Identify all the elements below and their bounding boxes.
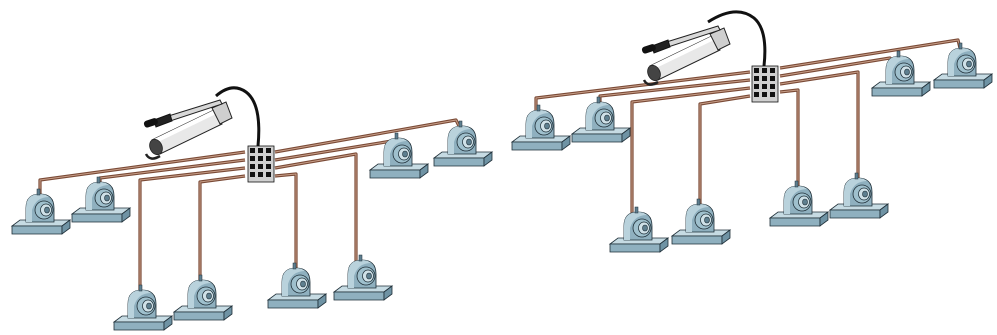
pillow-block-bearing-icon xyxy=(511,104,571,151)
pipe xyxy=(274,152,358,270)
pipe xyxy=(138,166,246,300)
pillow-block-bearing-icon xyxy=(609,206,669,253)
pipe xyxy=(274,172,298,272)
pillow-block-bearing-icon xyxy=(829,172,889,219)
pipe xyxy=(198,174,246,292)
grease-hose xyxy=(707,10,767,67)
pipe xyxy=(38,150,246,215)
pillow-block-bearing-icon xyxy=(871,50,931,97)
pillow-block-bearing-icon xyxy=(113,284,173,331)
divider-block-icon xyxy=(751,65,779,103)
pillow-block-bearing-icon xyxy=(71,176,131,223)
pillow-block-bearing-icon xyxy=(769,180,829,227)
grease-gun-icon xyxy=(141,98,234,160)
pillow-block-bearing-icon xyxy=(369,132,429,179)
pillow-block-bearing-icon xyxy=(433,120,493,167)
pipe xyxy=(630,86,751,226)
grease-hose xyxy=(215,86,261,147)
pillow-block-bearing-icon xyxy=(333,254,393,301)
system-left xyxy=(11,86,493,331)
divider-block-icon xyxy=(247,145,275,183)
system-right xyxy=(511,10,993,253)
pillow-block-bearing-icon xyxy=(933,42,993,89)
pipe-network-left xyxy=(38,118,464,300)
pillow-block-bearing-icon xyxy=(267,262,327,309)
pillow-block-bearing-icon xyxy=(571,96,631,143)
pillow-block-bearing-icon xyxy=(671,198,731,245)
pipe xyxy=(779,88,800,196)
pipe-network-right xyxy=(534,38,964,226)
pipe xyxy=(698,94,751,222)
pillow-block-bearing-icon xyxy=(11,188,71,235)
pillow-block-bearing-icon xyxy=(173,274,233,321)
